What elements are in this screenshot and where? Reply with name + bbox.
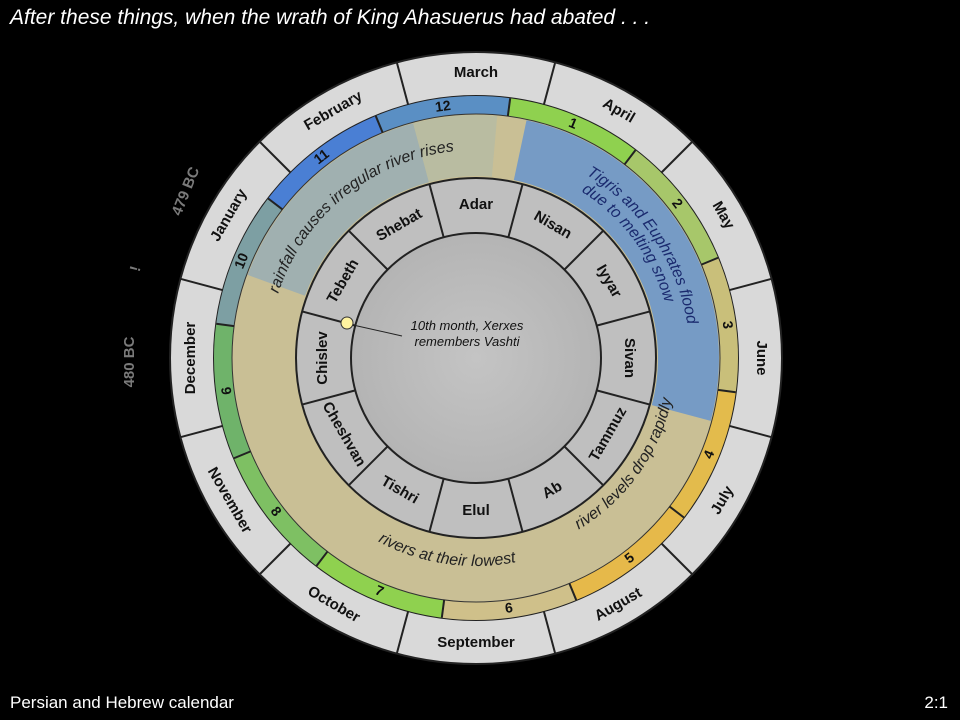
footer-caption: Persian and Hebrew calendar [10,693,234,712]
gregorian-divider [395,62,410,106]
tebeth-marker [340,316,354,330]
gregorian-month-label: September [437,634,515,651]
persian-divider [568,583,578,601]
hebrew-divider [301,389,356,406]
slide-number: 2:1 [924,693,948,712]
gregorian-divider [180,277,224,292]
gregorian-divider [542,610,557,654]
persian-month-number: 9 [218,386,235,396]
persian-divider [506,98,512,117]
gregorian-divider [728,424,772,439]
tebeth-pointer-line [352,324,403,337]
persian-month-segment [375,96,511,133]
year-label-480: 480 BC [121,336,138,387]
year-boundary-mark: ! [127,264,145,273]
persian-month-segment [701,257,738,393]
persian-divider [440,599,446,618]
center-note-line1: 10th month, Xerxes [411,318,524,333]
persian-month-segment [507,98,636,165]
persian-month-number: 6 [504,599,514,616]
persian-divider [623,149,637,166]
hebrew-divider [348,445,389,486]
gregorian-month-label: June [753,340,770,375]
persian-divider [374,115,384,133]
persian-month-segment [233,451,328,566]
slide-title: After these things, when the wrath of Ki… [10,6,651,29]
hebrew-divider [563,230,604,271]
gregorian-divider [258,542,292,576]
hebrew-divider [507,478,524,533]
center-note-line2: remembers Vashti [415,334,521,349]
persian-month-number: 10 [231,250,252,271]
year-label-479: 479 BC [168,164,203,218]
persian-divider [233,450,251,460]
gregorian-month-label: March [454,64,498,81]
persian-divider [267,197,284,211]
hebrew-divider [428,478,445,533]
persian-month-segment [316,551,445,618]
persian-month-segment [213,323,251,459]
hebrew-divider [596,310,651,327]
hebrew-divider [428,183,445,238]
gregorian-divider [660,140,694,174]
center-disc [350,232,602,484]
persian-divider [216,322,235,328]
persian-month-number: 3 [720,320,737,330]
persian-divider [701,256,719,266]
gregorian-divider [728,277,772,292]
rain-season-band [413,115,498,183]
persian-month-segment [216,198,283,327]
gregorian-divider [258,140,292,174]
persian-month-segment [569,506,684,601]
gregorian-divider [660,542,694,576]
hebrew-divider [563,445,604,486]
hebrew-divider [596,389,651,406]
gregorian-divider [395,610,410,654]
persian-month-segment [268,115,383,210]
rain-season-band [247,123,429,296]
gregorian-divider [180,424,224,439]
hebrew-month-label: Chislev [314,331,331,385]
flood-season-band [513,120,719,421]
persian-month-number: 12 [434,97,452,115]
gregorian-divider [542,62,557,106]
hebrew-divider [348,230,389,271]
persian-month-segment [669,389,736,518]
persian-month-segment [441,583,577,620]
hebrew-divider [507,183,524,238]
hebrew-month-label: Adar [459,196,493,213]
persian-divider [315,550,329,567]
hebrew-month-label: Elul [462,502,490,519]
gregorian-month-label: December [182,322,199,395]
persian-month-segment [624,150,719,265]
persian-divider [717,388,736,394]
persian-divider [668,505,685,519]
hebrew-month-label: Sivan [621,338,638,378]
